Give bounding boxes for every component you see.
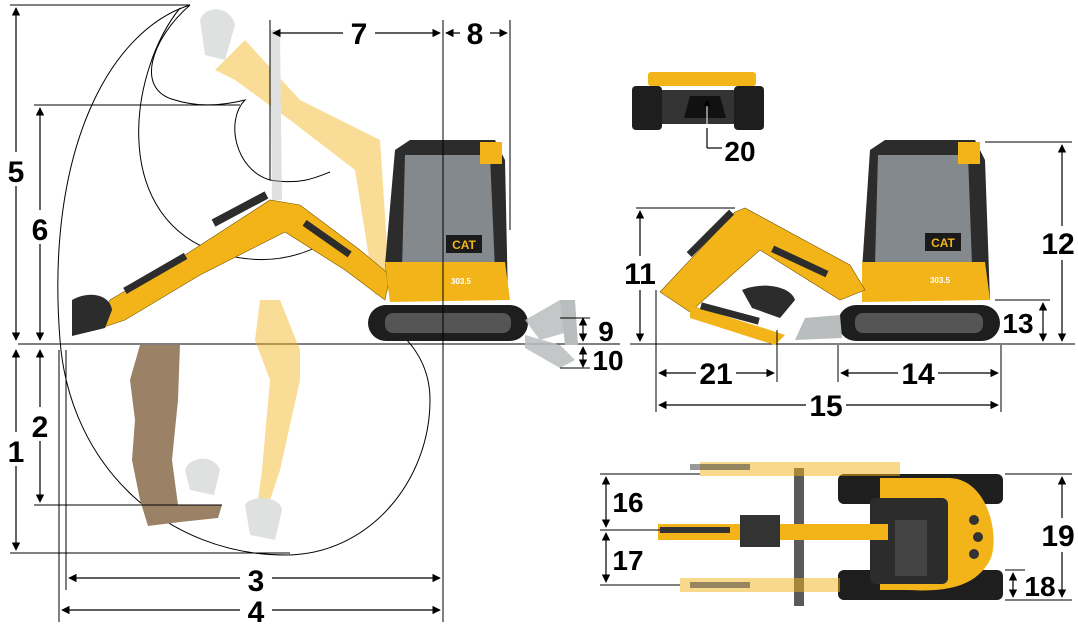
ghost-arm-down bbox=[185, 300, 300, 540]
front-view: 20 bbox=[632, 72, 764, 167]
dim-label-11: 11 bbox=[624, 258, 656, 291]
dozer-blade-side bbox=[525, 300, 578, 368]
dim-label-16: 16 bbox=[612, 487, 643, 518]
side-working-range-view: CAT 303.5 bbox=[4, 4, 624, 629]
track-side bbox=[368, 305, 528, 341]
cat-badge-transport-text: CAT bbox=[931, 236, 955, 250]
excavator-side-body: CAT 303.5 bbox=[385, 140, 510, 302]
dim-label-19: 19 bbox=[1041, 520, 1074, 553]
dim-label-8: 8 bbox=[467, 18, 484, 51]
bucket-transport bbox=[742, 285, 795, 318]
model-badge-transport: 303.5 bbox=[930, 276, 951, 285]
bucket-side bbox=[72, 294, 112, 336]
dim-label-5: 5 bbox=[8, 156, 25, 189]
top-plan-view: 16 17 19 18 bbox=[600, 462, 1078, 606]
dim-label-2: 2 bbox=[32, 411, 49, 444]
dim-label-9: 9 bbox=[598, 316, 614, 347]
dim-label-18: 18 bbox=[1024, 571, 1055, 602]
cat-badge-transport bbox=[925, 233, 961, 251]
reach-envelope-outer bbox=[57, 4, 431, 556]
reach-envelope-inner bbox=[151, 4, 331, 183]
excavator-side-arm bbox=[72, 191, 391, 336]
dim-label-17: 17 bbox=[612, 545, 643, 576]
dim-label-20: 20 bbox=[724, 136, 755, 167]
cat-badge-side-text: CAT bbox=[452, 238, 476, 252]
dim-label-12: 12 bbox=[1041, 228, 1074, 261]
dim-label-14: 14 bbox=[901, 358, 935, 391]
dim-label-10: 10 bbox=[592, 345, 623, 376]
dim-label-1: 1 bbox=[8, 436, 25, 469]
dim-label-3: 3 bbox=[248, 565, 265, 598]
transport-side-view: CAT 303.5 11 12 13 14 bbox=[623, 140, 1078, 423]
dim-label-7: 7 bbox=[351, 18, 368, 51]
dim-label-21: 21 bbox=[699, 358, 732, 391]
dim-label-4: 4 bbox=[248, 596, 265, 629]
dim-label-6: 6 bbox=[32, 214, 49, 247]
cat-badge-side bbox=[446, 235, 482, 253]
dozer-blade-transport bbox=[795, 315, 842, 340]
reach-envelope-inner-2 bbox=[138, 7, 331, 260]
trench-soil bbox=[130, 345, 222, 526]
model-badge-side: 303.5 bbox=[451, 277, 472, 286]
dim-label-15: 15 bbox=[809, 390, 842, 423]
dim-label-13: 13 bbox=[1002, 308, 1033, 339]
